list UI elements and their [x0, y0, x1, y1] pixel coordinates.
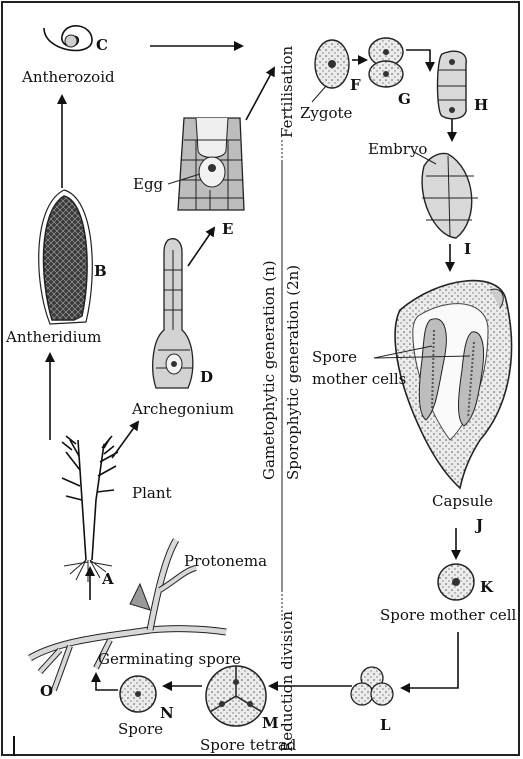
archegonium-figure: [153, 239, 193, 388]
label-germinating-spore: Germinating spore: [98, 650, 241, 668]
zygote-figure: [315, 40, 349, 88]
embryo-figure: [422, 154, 478, 239]
letter-f: F: [350, 76, 361, 94]
letter-o: O: [40, 682, 53, 700]
antherozoid-figure: [44, 26, 92, 51]
arrow-egg-to-fertilisation: [246, 68, 274, 120]
label-spore-mother-cell: Spore mother cell: [380, 606, 517, 624]
label-gametophytic-generation: Gametophytic generation (n): [260, 260, 278, 480]
label-sporophytic-generation: Sporophytic generation (2n): [284, 265, 302, 480]
embryo-stage-h-figure: [437, 51, 466, 119]
label-fertilisation: Fertilisation: [278, 45, 296, 138]
letter-d: D: [200, 368, 213, 386]
letter-k: K: [480, 578, 494, 596]
letter-b: B: [94, 262, 107, 280]
label-archegonium: Archegonium: [131, 400, 234, 418]
letter-h: H: [474, 96, 488, 114]
label-antherozoid: Antherozoid: [21, 68, 115, 86]
label-protonema: Protonema: [184, 552, 267, 570]
capsule-figure: [395, 281, 511, 488]
antheridium-figure: [39, 190, 93, 324]
arrow-g-to-h: [406, 50, 430, 70]
label-plant: Plant: [132, 484, 172, 502]
label-spore-mother-cells-line2: mother cells: [312, 370, 406, 388]
spore-figure: [120, 676, 156, 712]
archegonium-egg-figure: [178, 118, 244, 210]
arrow-spore-to-germination: [96, 674, 118, 690]
label-spore: Spore: [118, 720, 163, 738]
spore-tetrad-figure: [206, 666, 266, 726]
dividing-spore-mother-cell-figure: [351, 667, 393, 705]
label-embryo: Embryo: [368, 140, 427, 158]
arrow-smc-to-l: [402, 632, 458, 688]
label-zygote: Zygote: [300, 104, 353, 122]
label-antheridium: Antheridium: [5, 328, 101, 346]
letter-c: C: [96, 36, 108, 54]
letter-g: G: [398, 90, 411, 108]
letter-e: E: [222, 220, 233, 238]
label-spore-mother-cells-line1: Spore: [312, 348, 357, 366]
label-capsule: Capsule: [432, 492, 493, 510]
letter-l: L: [380, 716, 391, 734]
arrow-archegonium-to-egg: [188, 228, 214, 266]
letter-a: A: [101, 570, 114, 588]
spore-mother-cell-figure: [438, 564, 474, 600]
label-egg: Egg: [133, 175, 164, 193]
letter-m: M: [262, 714, 279, 732]
zygote-pointer: [312, 86, 326, 102]
label-reduction-division: Reduction division: [278, 611, 296, 752]
plant-figure: [62, 436, 118, 582]
letter-i: I: [464, 240, 471, 258]
letter-j: J: [474, 516, 483, 534]
two-celled-embryo-figure: [369, 38, 403, 87]
